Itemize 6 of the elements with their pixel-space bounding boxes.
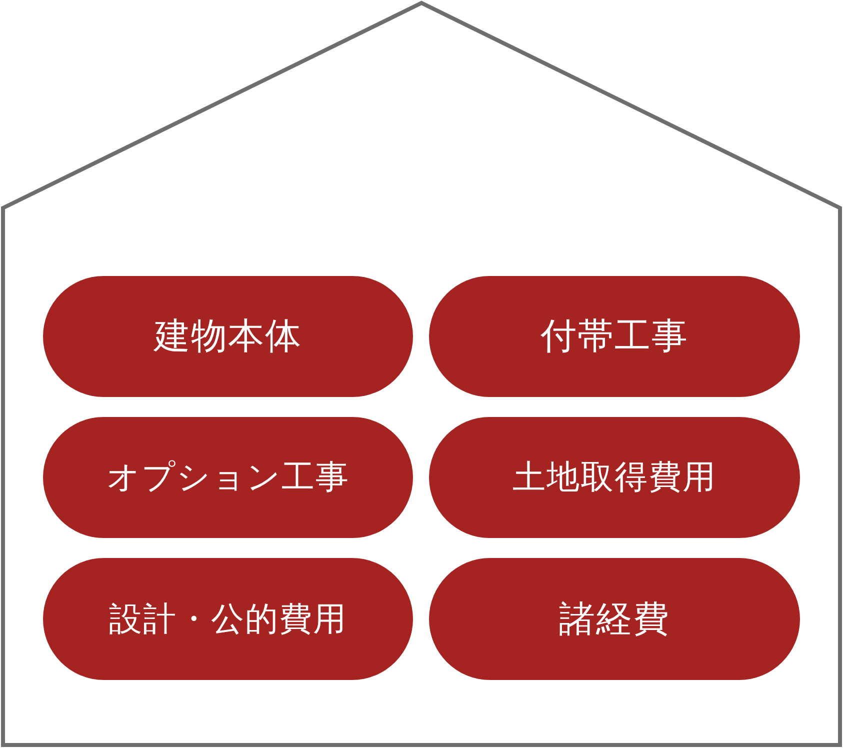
category-pill: 設計・公的費用 [43,558,413,680]
category-pill: 付帯工事 [429,276,800,397]
category-pill: 土地取得費用 [429,417,800,538]
category-pill: 建物本体 [43,276,413,397]
category-pill: オプション工事 [43,417,413,538]
category-pill: 諸経費 [429,558,800,680]
